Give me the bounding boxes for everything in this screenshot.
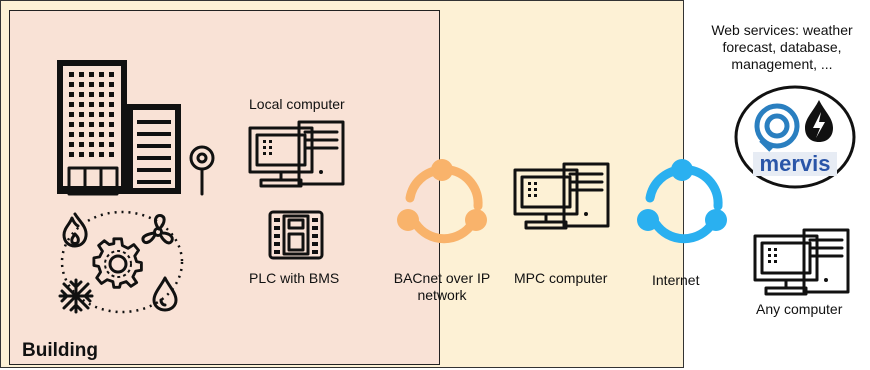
computer-icon xyxy=(513,162,610,230)
bacnet-label-line2: network xyxy=(417,287,467,303)
any-computer-label: Any computer xyxy=(756,301,843,317)
bacnet-label-line1: BACnet over IP xyxy=(393,270,491,286)
computer-icon xyxy=(248,120,345,188)
location-pin-logo-icon xyxy=(754,103,800,152)
web-services-label: Web services: weather forecast, database… xyxy=(700,22,864,73)
web-services-logos: mervis xyxy=(734,85,856,189)
building-label: Building xyxy=(22,340,98,361)
internet-network-icon xyxy=(637,159,727,244)
computer-icon xyxy=(753,228,850,296)
web-services-line1: Web services: weather xyxy=(711,22,853,38)
bacnet-label: BACnet over IP network xyxy=(386,270,498,304)
internet-label: Internet xyxy=(652,272,700,288)
gear-icon xyxy=(92,237,143,289)
snowflake-icon xyxy=(58,278,94,314)
plc-icon xyxy=(268,210,324,260)
local-computer-label: Local computer xyxy=(249,96,345,112)
fan-icon xyxy=(141,214,174,245)
web-services-line3: management, ... xyxy=(731,56,833,72)
plc-label: PLC with BMS xyxy=(249,270,340,286)
bacnet-network-icon xyxy=(397,159,487,244)
mpc-label: MPC computer xyxy=(514,270,608,286)
tree-icon xyxy=(189,145,215,196)
building-icon xyxy=(57,60,181,196)
hvac-cycle-icon xyxy=(60,210,184,314)
flame-icon xyxy=(62,212,88,248)
droplet-icon xyxy=(152,276,178,312)
drop-lightning-logo-icon xyxy=(805,100,833,142)
web-services-line2: forecast, database, xyxy=(722,39,842,55)
mervis-logo-text: mervis xyxy=(760,151,831,176)
